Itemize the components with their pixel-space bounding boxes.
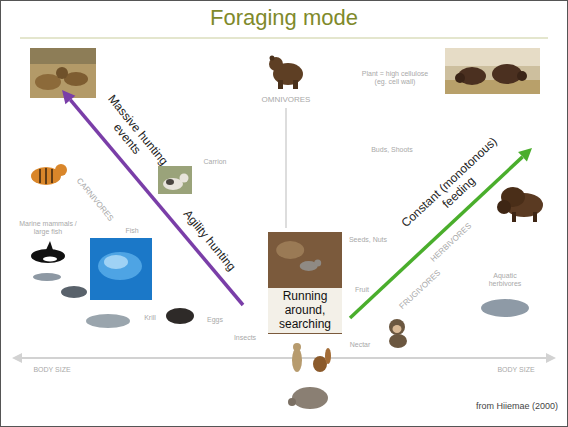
axis-label: BODY SIZE bbox=[27, 366, 77, 374]
small-mammal-icons-part bbox=[325, 348, 331, 364]
food-label: Aquatic herbivores bbox=[479, 272, 531, 288]
faint-diagram-lines-part bbox=[12, 353, 22, 363]
arrow-head bbox=[62, 90, 75, 104]
manatee-icon-part bbox=[481, 299, 529, 317]
bison-icon bbox=[497, 187, 543, 222]
bear-icon-part bbox=[270, 56, 275, 61]
arrow-label: Constant (monotonous) feeding bbox=[395, 132, 512, 244]
diet-group-label: OMNIVORES bbox=[251, 95, 321, 104]
manatee-icon bbox=[481, 299, 529, 317]
food-label: Marine mammals / large fish bbox=[16, 220, 80, 236]
faint-diagram-lines-part bbox=[546, 353, 556, 363]
tiger-icon bbox=[31, 164, 67, 185]
arrow-head bbox=[518, 148, 532, 162]
small-mammal-icons-part bbox=[313, 356, 327, 372]
food-label: Eggs bbox=[202, 316, 228, 324]
fish-school-photo-part bbox=[90, 238, 152, 300]
mole-icon-part bbox=[166, 308, 194, 324]
cat-photo-part bbox=[166, 179, 174, 185]
bison-photo-part bbox=[455, 73, 465, 83]
orca-icon-part bbox=[31, 249, 65, 263]
bison-photo-part bbox=[445, 48, 540, 94]
slide-title: Foraging mode bbox=[0, 5, 568, 30]
tiger-icon-part bbox=[51, 169, 53, 183]
whale-icon-part bbox=[86, 314, 130, 328]
arrow-label: Massive hunting events bbox=[92, 91, 172, 180]
food-label: Nectar bbox=[342, 341, 378, 349]
orca-icon-part bbox=[46, 241, 53, 250]
monkey-icon-part bbox=[389, 319, 405, 335]
hunting-arrow bbox=[70, 100, 243, 305]
orca-icon bbox=[31, 241, 65, 263]
photo-panel: Running around, searching bbox=[268, 232, 342, 333]
food-label: Seeds, Nuts bbox=[343, 236, 393, 244]
small-mammal-icons-part bbox=[288, 398, 296, 406]
faint-diagram-lines-part bbox=[18, 357, 550, 359]
food-label: Fish bbox=[120, 227, 144, 235]
cat-photo bbox=[158, 166, 192, 194]
shrew-head bbox=[314, 260, 321, 267]
title-rule bbox=[20, 38, 548, 39]
monkey-icon bbox=[389, 319, 407, 348]
bison-photo bbox=[445, 48, 540, 94]
food-label: Carrion bbox=[197, 158, 233, 166]
lion-photo-part bbox=[30, 48, 96, 64]
soil-patch bbox=[276, 241, 304, 259]
photo-caption: Running around, searching bbox=[268, 288, 342, 333]
seal-icon bbox=[61, 286, 87, 298]
faint-diagram-lines-part bbox=[285, 108, 287, 228]
mole-icon bbox=[166, 308, 194, 324]
diet-group-label: FRUGIVORES bbox=[395, 266, 445, 314]
dolphin-icon bbox=[33, 273, 61, 281]
fish-school-photo-part bbox=[104, 255, 128, 269]
bear-icon-part bbox=[278, 80, 283, 89]
bison-icon-part bbox=[512, 212, 516, 222]
seal-icon-part bbox=[61, 286, 87, 298]
cat-photo-part bbox=[158, 166, 192, 194]
food-label: Fruit bbox=[347, 286, 377, 294]
food-label: Buds, Shoots bbox=[362, 146, 422, 154]
arrow-label: Agility hunting bbox=[174, 201, 243, 281]
soil-ground bbox=[268, 232, 342, 334]
small-mammal-icons bbox=[288, 343, 331, 409]
axis-label: BODY SIZE bbox=[491, 366, 541, 374]
small-mammal-icons-part bbox=[293, 343, 301, 351]
cat-photo-part bbox=[180, 174, 189, 183]
small-mammal-icons-part bbox=[292, 387, 328, 409]
bison-photo-part bbox=[445, 48, 540, 66]
food-label: Krill bbox=[138, 314, 162, 322]
bear-icon-part bbox=[293, 80, 298, 89]
bear-icon bbox=[269, 56, 303, 90]
source-citation: from Hiiemae (2000) bbox=[440, 401, 558, 411]
tiger-icon-part bbox=[45, 168, 47, 184]
orca-icon-part bbox=[43, 257, 57, 262]
bison-icon-part bbox=[533, 212, 537, 222]
small-mammal-icons-part bbox=[292, 348, 302, 372]
tiger-icon-part bbox=[39, 169, 41, 183]
diet-group-label: CARNIVORES bbox=[72, 174, 117, 226]
faint-diagram-lines bbox=[12, 108, 556, 363]
bison-icon-part bbox=[497, 200, 511, 214]
monkey-icon-part bbox=[389, 334, 407, 348]
food-label: Insects bbox=[229, 334, 261, 342]
tiger-icon-part bbox=[55, 164, 67, 176]
fish-school-photo bbox=[90, 238, 152, 300]
lion-photo-part bbox=[56, 67, 68, 79]
monkey-icon-part bbox=[393, 325, 402, 333]
whale-icon bbox=[86, 314, 130, 328]
fish-school-photo-part bbox=[98, 252, 142, 280]
dolphin-icon-part bbox=[33, 273, 61, 281]
note-text: Plant = high cellulose (eg. cell wall) bbox=[359, 70, 431, 86]
bison-photo-part bbox=[517, 71, 527, 81]
